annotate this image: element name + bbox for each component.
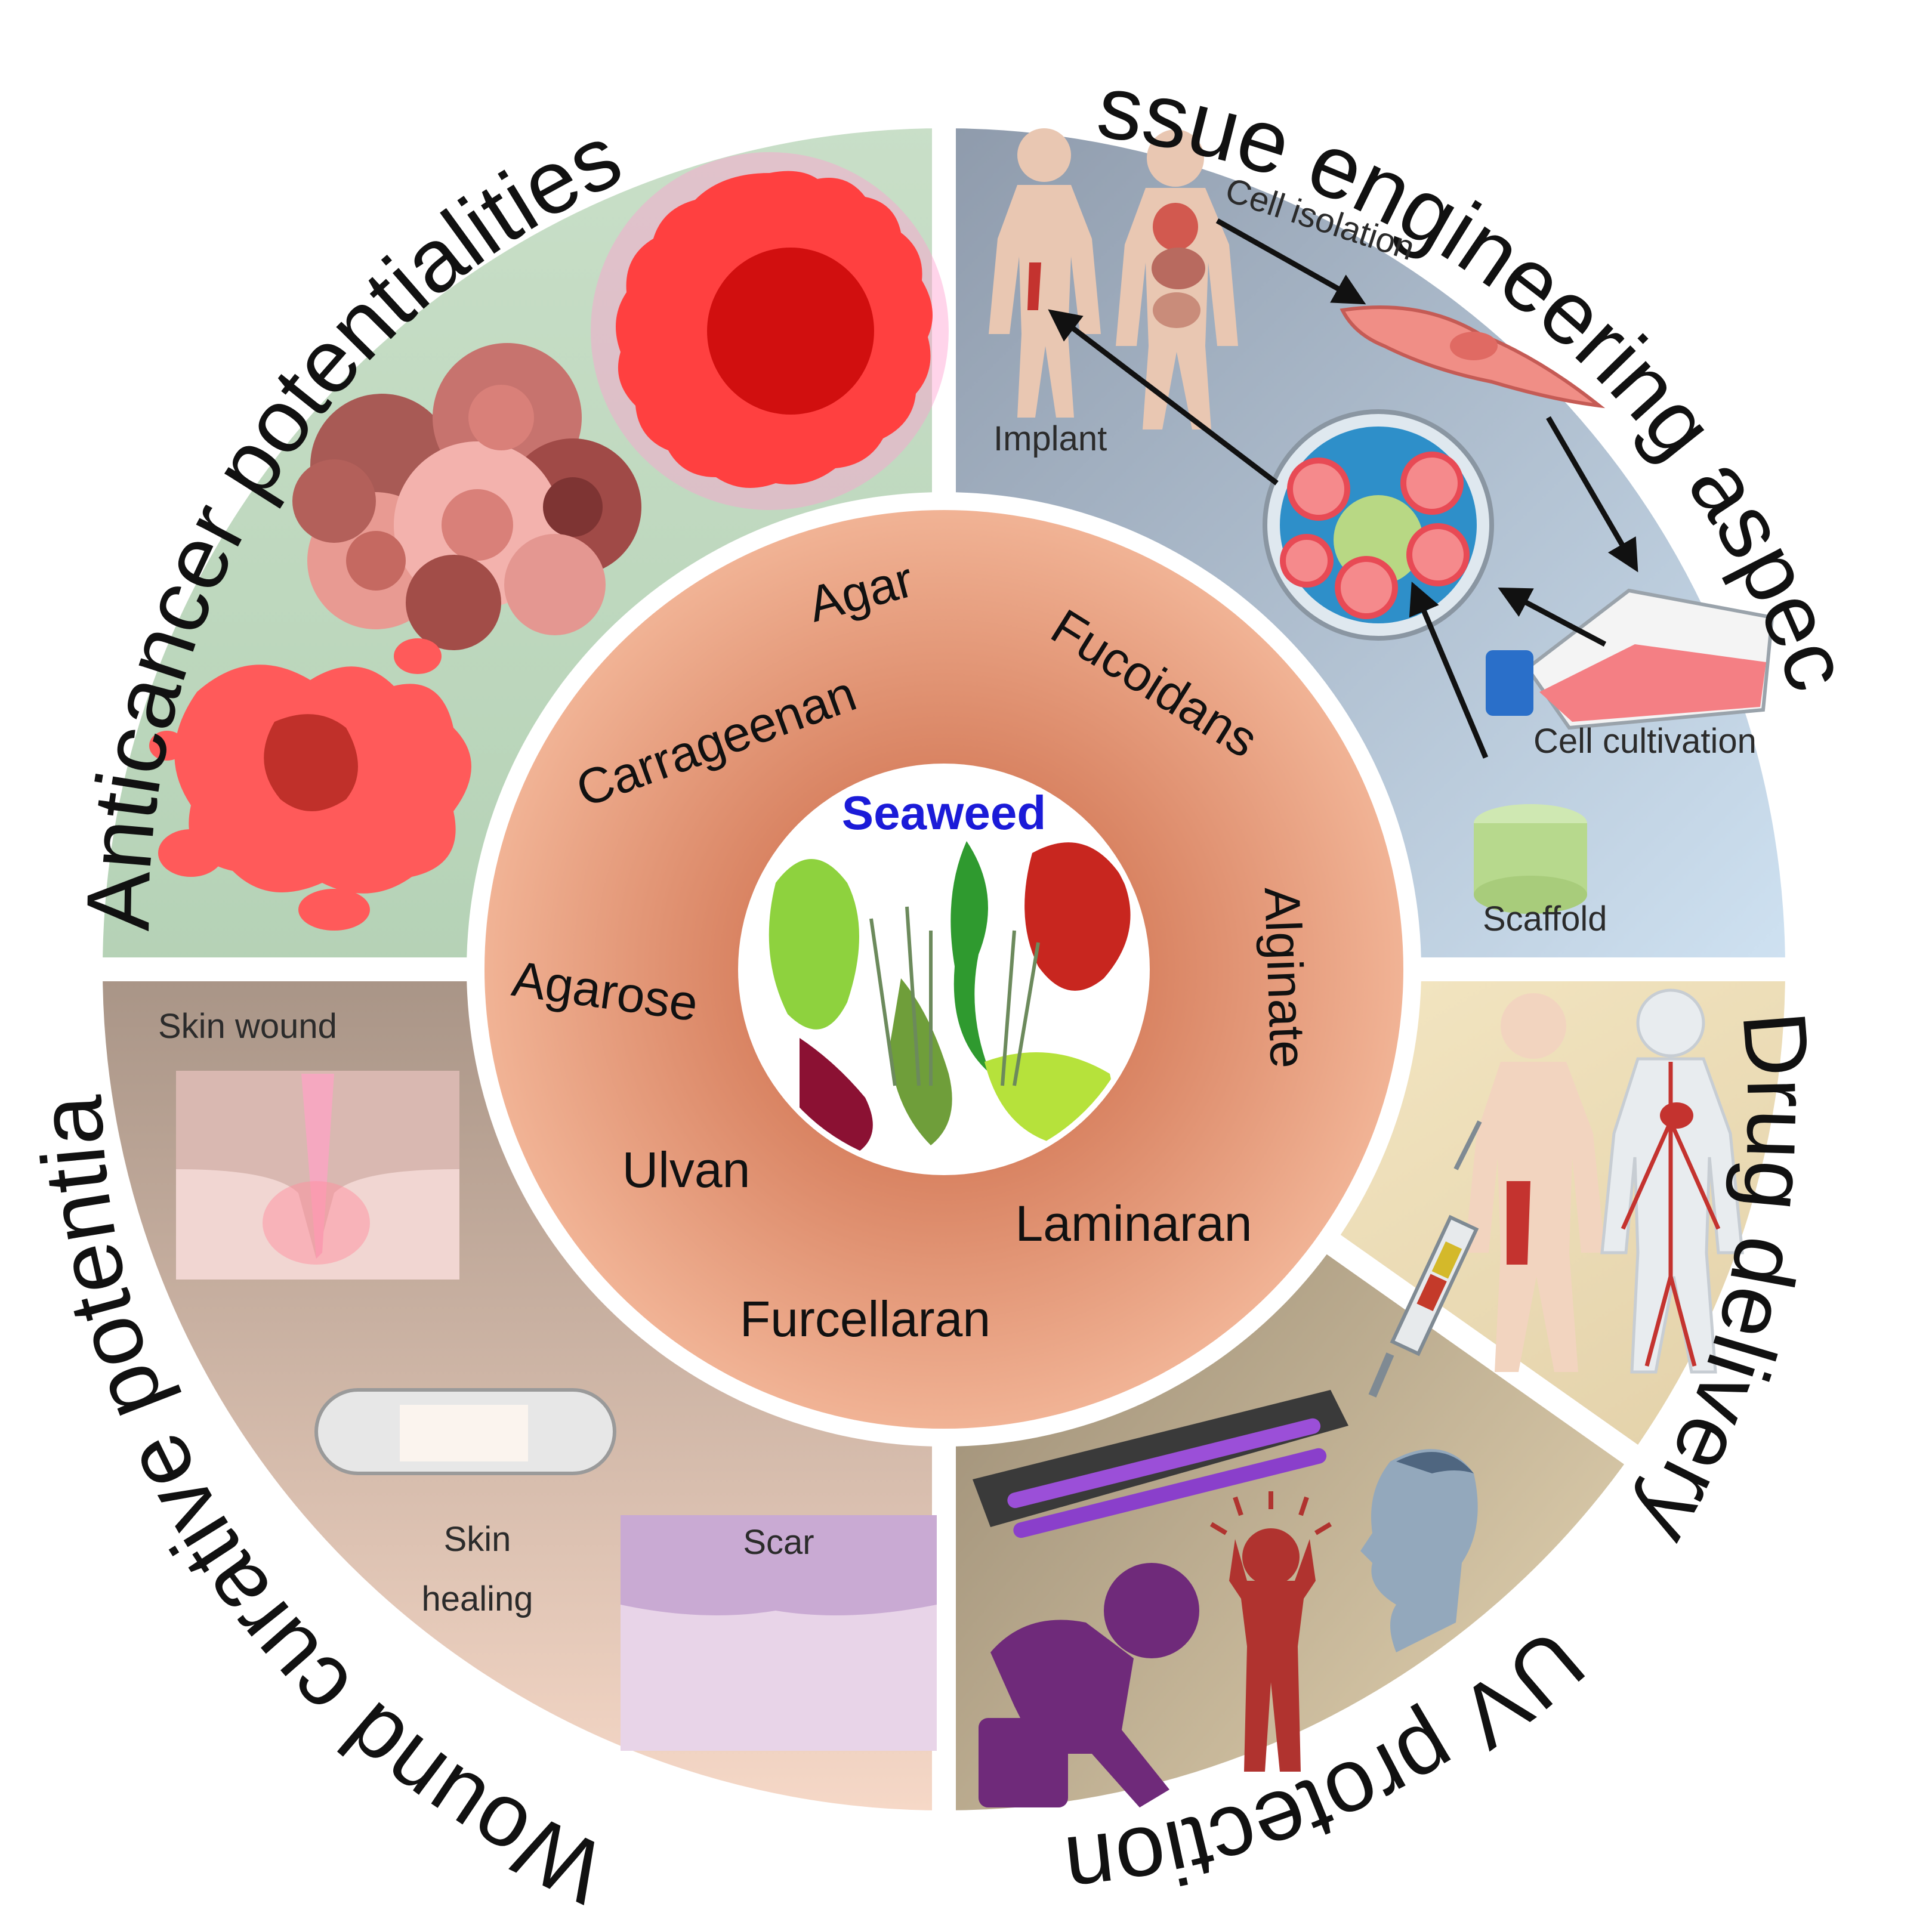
tumor-cluster-icon xyxy=(292,343,641,650)
from-culture-arrow xyxy=(1498,587,1607,647)
scaffold-arrow xyxy=(1409,582,1489,759)
polysaccharide-label-furcellaran: Furcellaran xyxy=(740,1291,990,1347)
petri-dish-cells-icon xyxy=(1263,409,1494,641)
implant-label: Implant xyxy=(993,419,1107,458)
skin-healing-label-line1: Skin xyxy=(444,1520,511,1559)
face-profile-icon xyxy=(1360,1449,1478,1652)
bandage-icon xyxy=(314,1388,616,1475)
human-body-implant-icon xyxy=(989,128,1101,418)
to-culture-arrow xyxy=(1546,416,1638,573)
polysaccharide-label-ulvan: Ulvan xyxy=(622,1142,751,1198)
fibroblast-cell-icon xyxy=(1340,305,1606,409)
stressed-person-icon xyxy=(1209,1491,1332,1772)
syringe-icon xyxy=(1368,1120,1482,1398)
human-body-drug-icon xyxy=(1465,993,1605,1372)
implant-arrow xyxy=(1048,309,1279,486)
distressed-person-sitting-icon xyxy=(979,1563,1199,1807)
circulatory-system-icon xyxy=(1600,988,1744,1374)
cell-isolation-arrow xyxy=(1215,218,1366,305)
polysaccharide-label-alginate: Alginate xyxy=(1254,886,1317,1070)
polysaccharide-label-laminaran: Laminaran xyxy=(1016,1195,1252,1251)
scar-label: Scar xyxy=(743,1523,814,1562)
seaweed-title: Seaweed xyxy=(842,786,1046,839)
irregular-cancer-cell-icon xyxy=(149,638,471,931)
skin-healing-label-line2: healing xyxy=(421,1580,533,1618)
cell-cultivation-label: Cell cultivation xyxy=(1533,722,1757,761)
skin-wound-icon xyxy=(176,1071,459,1280)
culture-flask-icon xyxy=(1486,588,1774,730)
human-anatomy-icon xyxy=(1116,129,1238,429)
cancer-cell-glowing-icon xyxy=(591,152,949,510)
scar-tissue-icon xyxy=(621,1515,937,1751)
skin-wound-label: Skin wound xyxy=(158,1007,337,1046)
scaffold-icon xyxy=(1474,804,1587,914)
uv-lamp-icon xyxy=(973,1390,1348,1538)
scaffold-label: Scaffold xyxy=(1483,900,1607,938)
